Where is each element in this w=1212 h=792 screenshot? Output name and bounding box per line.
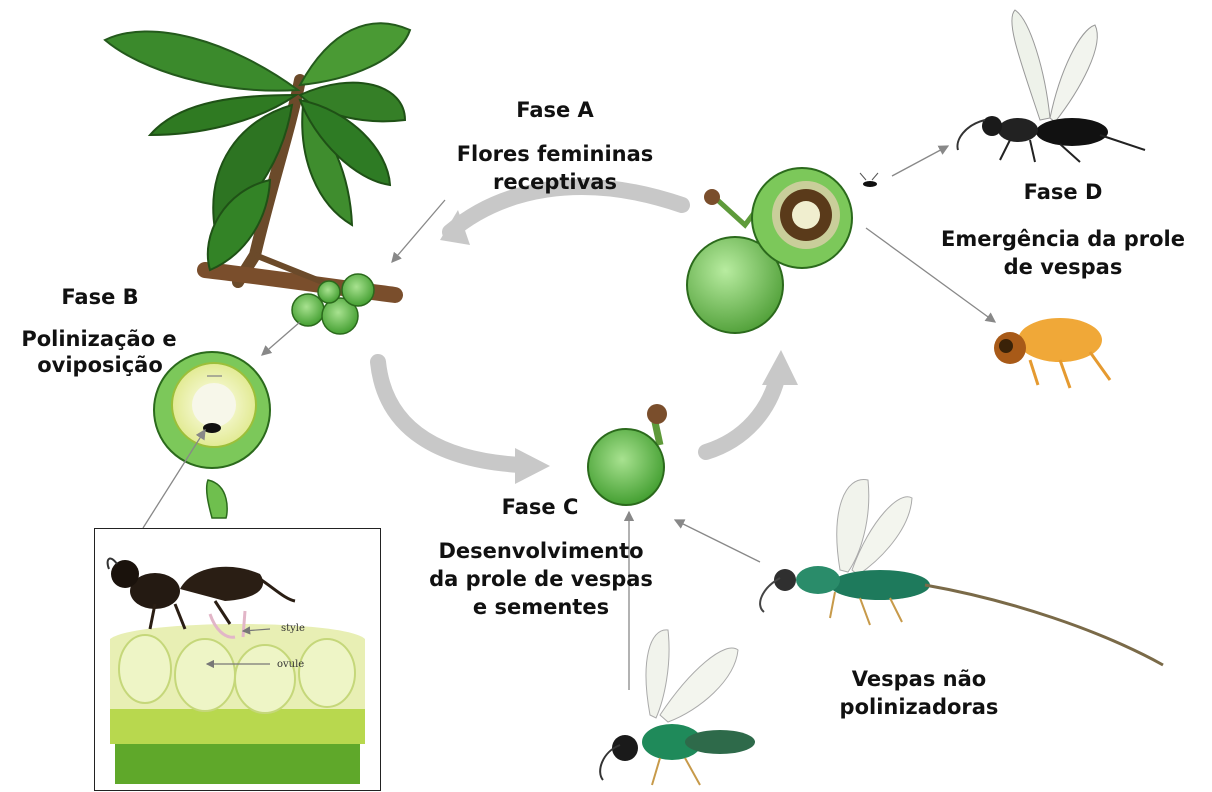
fig-cross-section-phase-b: [154, 352, 270, 518]
phase-a-line2: receptivas: [493, 170, 617, 194]
mature-fig-pair: [687, 168, 852, 333]
phase-d-title: Fase D: [1024, 180, 1103, 204]
ovule-label: ovule: [277, 659, 304, 670]
developing-fig-phase-c: [588, 404, 667, 505]
phase-c-line1: Desenvolvimento: [438, 539, 643, 563]
non-pollinators-line2: polinizadoras: [840, 695, 999, 719]
cycle-arrow-c-to-d: [706, 375, 778, 452]
non-pollinators-line1: Vespas não: [852, 667, 986, 691]
tiny-wasp-icon: [860, 173, 878, 187]
fig-tree-branch: [105, 23, 410, 334]
long-ovipositor-wasp: [760, 480, 1163, 665]
phase-c-title: Fase C: [502, 495, 579, 519]
phase-c-line3: e sementes: [473, 595, 609, 619]
green-non-pollinator-wasp: [600, 630, 755, 785]
phase-b-title: Fase B: [61, 285, 138, 309]
style-label: style: [281, 623, 305, 634]
ovule: [119, 635, 171, 703]
ovule: [175, 639, 235, 711]
ovule: [299, 639, 355, 707]
phase-a-title: Fase A: [516, 98, 594, 122]
emerging-male-wasp: [994, 318, 1110, 388]
phase-d-line2: de vespas: [1004, 255, 1123, 279]
phase-c-line2: da prole de vespas: [429, 567, 653, 591]
emerging-pollinator-wasp: [957, 10, 1145, 162]
phase-a-label: Fase A Flores femininas receptivas: [457, 98, 654, 194]
phase-d-label: Fase D Emergência da prole de vespas: [941, 180, 1185, 279]
phase-b-line2: oviposição: [37, 353, 163, 377]
phase-b-label: Fase B Polinização e oviposição: [21, 285, 176, 377]
cycle-arrows: [378, 187, 798, 484]
ovule: [235, 645, 295, 713]
cycle-arrow-b-to-c: [378, 362, 520, 465]
phase-b-line1: Polinização e: [21, 327, 176, 351]
phase-c-label: Fase C Desenvolvimento da prole de vespa…: [429, 495, 653, 619]
pollination-detail-inset: style ovule: [94, 528, 381, 791]
pollinator-wasp-inset: [108, 559, 295, 629]
phase-a-line1: Flores femininas: [457, 142, 654, 166]
non-pollinators-label: Vespas não polinizadoras: [840, 667, 999, 719]
fig-tissue-with-ovules: [110, 611, 365, 784]
phase-d-line1: Emergência da prole: [941, 227, 1185, 251]
